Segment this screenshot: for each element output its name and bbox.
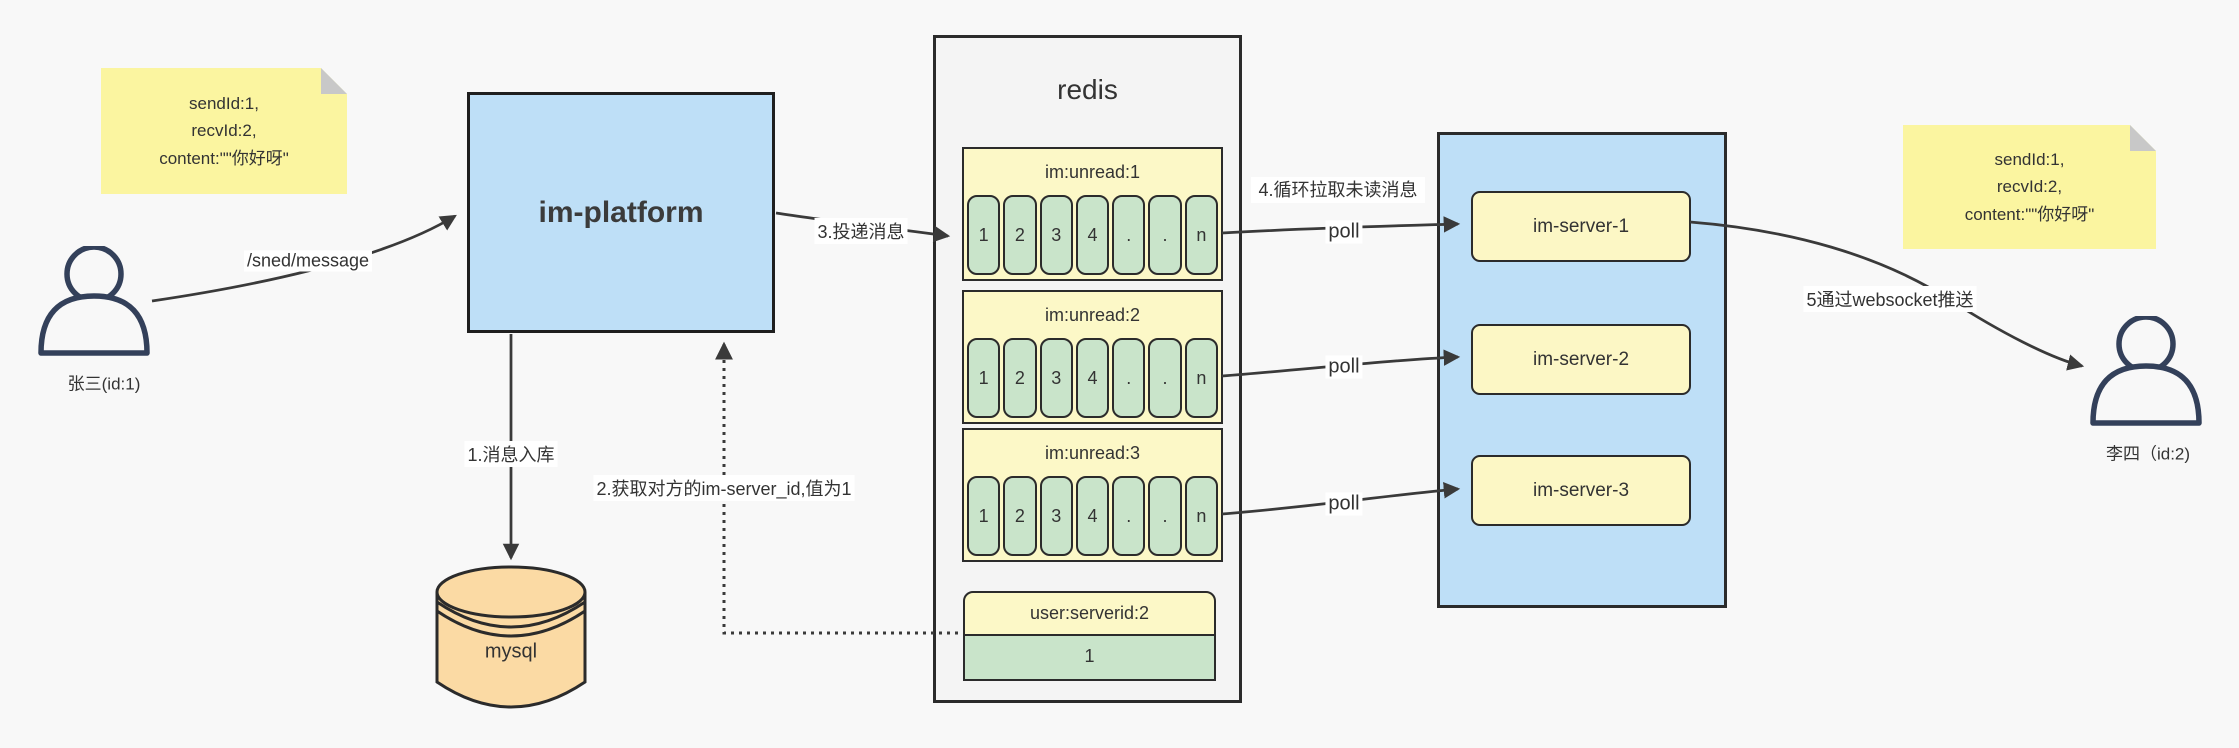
queue-cell: 2 xyxy=(1003,195,1037,275)
queue-cell: 3 xyxy=(1039,195,1073,275)
queue-cell: . xyxy=(1148,476,1182,556)
poll-label-3: poll xyxy=(1325,492,1363,516)
step3-label: 3.投递消息 xyxy=(814,218,908,244)
queue-cell: . xyxy=(1112,195,1146,275)
queue-cell: . xyxy=(1148,338,1182,418)
sticky-note-sender: sendId:1, recvId:2, content:""你好呀" xyxy=(101,68,347,194)
redis-title: redis xyxy=(1057,74,1118,105)
note-line: recvId:2, xyxy=(1996,177,2063,197)
queue-title: im:unread:1 xyxy=(1044,162,1141,182)
unread-queue-3: im:unread:3 1 2 3 4 . . n xyxy=(962,428,1223,562)
queue-cell: n xyxy=(1184,338,1218,418)
queue-cell: 1 xyxy=(967,476,1001,556)
note-line: sendId:1, xyxy=(189,94,259,114)
note-fold-corner-icon xyxy=(2130,125,2156,151)
note-line: sendId:1, xyxy=(1994,150,2065,170)
send-route-label: /sned/message xyxy=(243,250,373,272)
queue-cell: . xyxy=(1112,476,1146,556)
queue-cell: 4 xyxy=(1075,195,1110,275)
queue-cells: 1 2 3 4 . . n xyxy=(967,476,1218,556)
poll-label-2: poll xyxy=(1325,355,1363,379)
queue-title: im:unread:3 xyxy=(1044,443,1141,463)
step2-label: 2.获取对方的im-server_id,值为1 xyxy=(593,475,855,501)
step1-label: 1.消息入库 xyxy=(464,441,558,467)
poll-label-1: poll xyxy=(1325,220,1363,244)
queue-cells: 1 2 3 4 . . n xyxy=(967,338,1218,418)
step4-label: 4.循环拉取未读消息 xyxy=(1251,177,1425,203)
kv-key: user:serverid:2 xyxy=(963,591,1216,636)
redis-container: redis im:unread:1 1 2 3 4 . . n im:unrea… xyxy=(933,35,1242,703)
sticky-note-receiver: sendId:1, recvId:2, content:""你好呀" xyxy=(1903,125,2156,249)
im-server-2-box: im-server-2 xyxy=(1471,324,1691,395)
queue-cell: . xyxy=(1112,338,1146,418)
queue-title: im:unread:2 xyxy=(1044,305,1141,325)
im-server-container: im-server-1 im-server-2 im-server-3 xyxy=(1437,132,1727,608)
note-fold-corner-icon xyxy=(321,68,347,94)
queue-cell: 3 xyxy=(1039,476,1073,556)
queue-cell: 4 xyxy=(1075,476,1110,556)
unread-queue-2: im:unread:2 1 2 3 4 . . n xyxy=(962,290,1223,424)
im-platform-label: im-platform xyxy=(538,195,704,229)
kv-value: 1 xyxy=(963,636,1216,681)
queue-cell: 2 xyxy=(1003,476,1037,556)
sender-label: 张三(id:1) xyxy=(67,374,141,394)
queue-cell: n xyxy=(1184,476,1218,556)
user-icon-receiver xyxy=(2090,316,2202,426)
queue-cell: 3 xyxy=(1039,338,1073,418)
step5-label: 5通过websocket推送 xyxy=(1803,286,1977,312)
note-line: recvId:2, xyxy=(191,121,257,141)
mysql-label: mysql xyxy=(484,640,538,663)
queue-cell: . xyxy=(1148,195,1182,275)
unread-queue-1: im:unread:1 1 2 3 4 . . n xyxy=(962,147,1223,281)
note-line: content:""你好呀" xyxy=(159,148,289,168)
queue-cells: 1 2 3 4 . . n xyxy=(967,195,1218,275)
user-serverid-box: user:serverid:2 1 xyxy=(963,591,1216,681)
mysql-cylinder xyxy=(435,565,587,709)
user-icon-sender xyxy=(38,246,150,356)
im-server-3-box: im-server-3 xyxy=(1471,455,1691,526)
queue-cell: 1 xyxy=(967,195,1001,275)
receiver-label: 李四（id:2) xyxy=(2105,444,2191,464)
queue-cell: n xyxy=(1184,195,1218,275)
note-line: content:""你好呀" xyxy=(1964,204,2095,224)
im-server-1-box: im-server-1 xyxy=(1471,191,1691,262)
queue-cell: 4 xyxy=(1075,338,1110,418)
queue-cell: 2 xyxy=(1003,338,1037,418)
queue-cell: 1 xyxy=(967,338,1001,418)
im-platform-box: im-platform xyxy=(467,92,775,333)
